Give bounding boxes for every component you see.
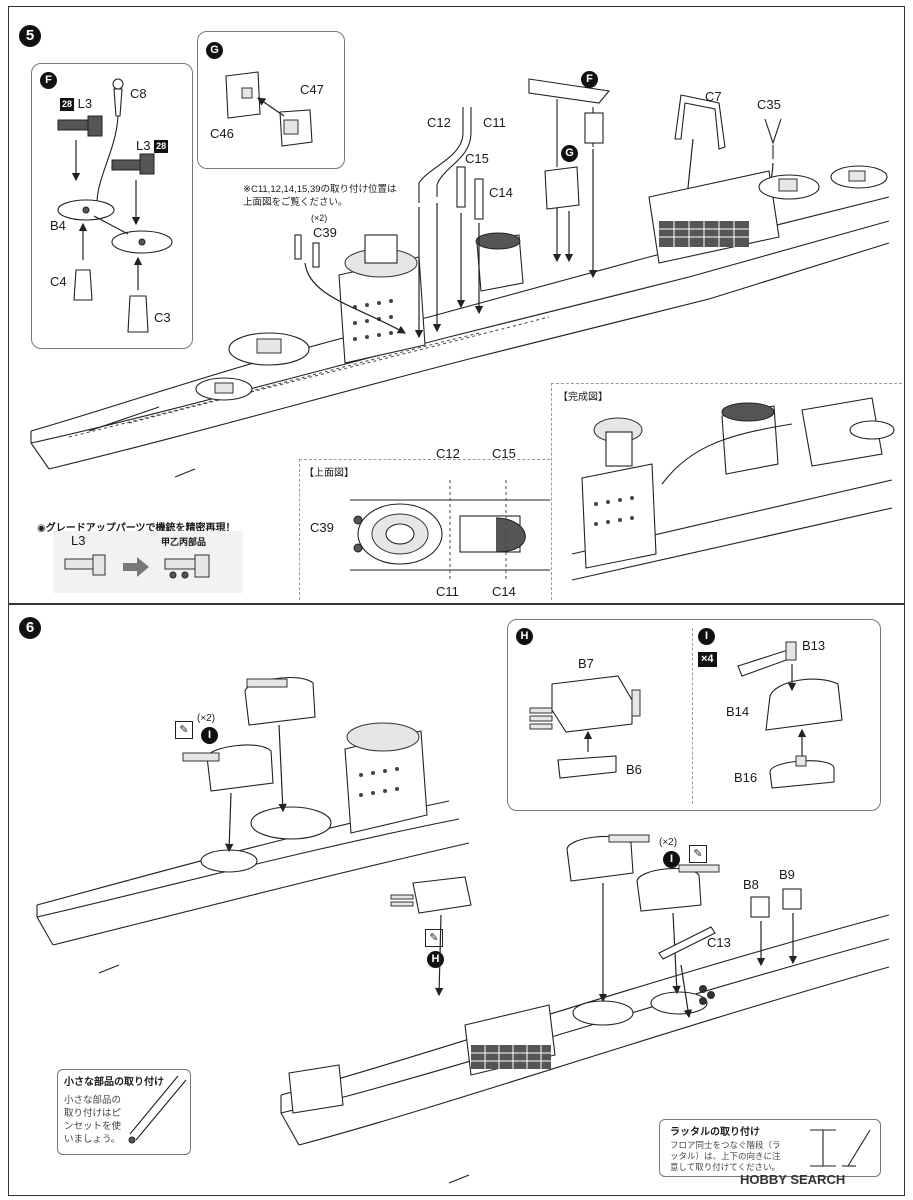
- upgrade-parts-title: ◉グレードアップパーツで機銃を精密再現！: [37, 523, 236, 534]
- part-label-b6: B6: [626, 762, 642, 777]
- ladder-title: ラッタルの取り付け: [670, 1127, 760, 1138]
- mount-position-note: ※C11,12,14,15,39の取り付け位置は上面図をご覧ください。: [243, 184, 397, 208]
- part-label-b8: B8: [743, 877, 759, 892]
- part-label-c46: C46: [210, 126, 234, 141]
- part-label-c11: C11: [483, 115, 506, 130]
- part-label-b13: B13: [802, 638, 826, 653]
- ladder-tip: ラッタルの取り付け フロア同士をつなぐ階段（ラッタル）は、上下の向きに注意して取…: [659, 1119, 881, 1177]
- right-badge-i: I: [663, 851, 680, 868]
- upgrade-to-label: 甲乙丙部品: [161, 537, 207, 547]
- topview-label-c11: C11: [436, 584, 459, 599]
- watermark: HOBBY SEARCH: [740, 1172, 846, 1187]
- topview-label-c12: C12: [436, 446, 460, 461]
- part-label-b14: B14: [726, 704, 750, 719]
- subassembly-g-badge: G: [206, 42, 223, 59]
- topview-label-c39: C39: [310, 520, 334, 535]
- top-view-title: 【上面図】: [304, 468, 354, 479]
- part-label-c14: C14: [489, 185, 513, 200]
- subassembly-f-box: F 28 L3 C8 L3 28 B4 C4 C3: [31, 63, 193, 349]
- subassembly-h-badge: H: [516, 628, 533, 645]
- tweezers-icon: [128, 1075, 187, 1144]
- subassembly-f-drawing: [57, 78, 173, 333]
- part-label-c15: C15: [465, 151, 489, 166]
- small-parts-title: 小さな部品の取り付け: [64, 1077, 164, 1088]
- step-number: 6: [19, 617, 41, 639]
- ladder-text: フロア同士をつなぐ階段（ラッタル）は、上下の向きに注意して取り付けてください。: [670, 1140, 781, 1172]
- subassembly-hi-drawing: [529, 641, 843, 789]
- top-view-drawing: [350, 480, 550, 582]
- upgrade-drawing: [64, 554, 210, 579]
- part-label-c3: C3: [154, 310, 171, 325]
- step5-panel: 5 F 28 L3 C8 L3 28 B4 C4 C3: [8, 6, 905, 604]
- part-label-b16: B16: [734, 770, 758, 785]
- ladder-icon: [810, 1129, 871, 1167]
- subassembly-g-drawing: [225, 71, 313, 147]
- subassembly-i-badge: I: [698, 628, 715, 645]
- subassembly-hi-box: H B7 B6 I ×4 B13 B14 B16: [507, 619, 881, 811]
- subassembly-g-box: G C47 C46: [197, 31, 345, 169]
- multiplier-x4: ×4: [698, 652, 717, 667]
- tool-icon-left: ✎: [175, 721, 193, 739]
- left-badge-i: I: [201, 727, 218, 744]
- part-label-b4: B4: [50, 218, 66, 233]
- part-label-c7: C7: [705, 89, 722, 104]
- part-label-c35: C35: [757, 97, 781, 112]
- quantity-x2-c39: (×2): [311, 213, 328, 223]
- step-number: 5: [19, 25, 41, 47]
- part-label-c12: C12: [427, 115, 451, 130]
- tool-icon-right: ✎: [689, 845, 707, 863]
- completed-view-drawing: [571, 397, 895, 581]
- part-label-c8: C8: [130, 86, 147, 101]
- tool-icon-h: ✎: [425, 929, 443, 947]
- step6-panel: 6 (×2) I ✎ H B7 B6 I ×4 B13 B14 B16: [8, 604, 905, 1196]
- part-label-l3-b: L3 28: [136, 138, 169, 154]
- inline-badge-g: G: [561, 145, 578, 162]
- step5-ship-drawing: [30, 78, 890, 478]
- step6-ship-drawing: [36, 676, 890, 1184]
- completed-view-box: 【完成図】: [551, 383, 902, 600]
- quantity-x2-left: (×2): [197, 713, 216, 724]
- topview-label-c15: C15: [492, 446, 516, 461]
- subassembly-f-badge: F: [40, 72, 57, 89]
- upgrade-from-label: L3: [71, 533, 86, 548]
- small-parts-tip: 小さな部品の取り付け 小さな部品の取り付けはピンセットを使いましょう。: [57, 1069, 191, 1155]
- topview-label-c14: C14: [492, 584, 516, 599]
- divider: [692, 628, 693, 804]
- upgrade-parts-box: L3 甲乙丙部品: [53, 531, 243, 593]
- part-label-b7: B7: [578, 656, 594, 671]
- quantity-x2-right: (×2): [659, 837, 678, 848]
- inline-badge-f-top: F: [581, 71, 598, 88]
- part-label-b9: B9: [779, 867, 795, 882]
- part-label-c13: C13: [707, 935, 731, 950]
- completed-view-title: 【完成図】: [558, 392, 608, 403]
- small-parts-text: 小さな部品の取り付けはピンセットを使いましょう。: [64, 1095, 122, 1145]
- part-label-c4: C4: [50, 274, 67, 289]
- part-label-l3-a: 28 L3: [60, 96, 93, 112]
- tag-28: 28: [60, 98, 75, 112]
- top-view-box: 【上面図】 C12 C15 C39 C11 C14: [299, 446, 550, 600]
- part-label-c39: C39: [313, 225, 337, 240]
- part-label-c47: C47: [300, 82, 324, 97]
